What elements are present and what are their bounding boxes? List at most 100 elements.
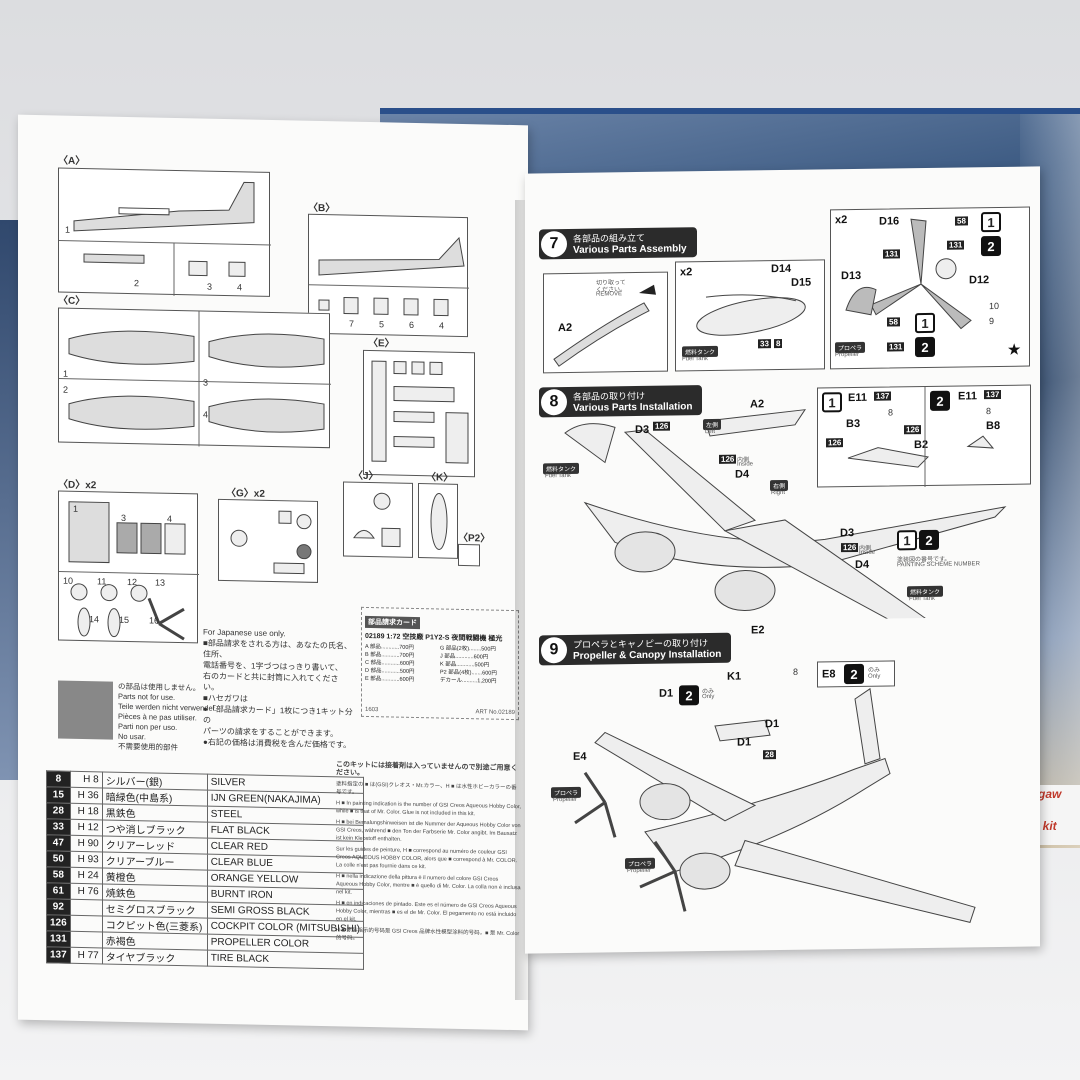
card-price-list: A 部品............700円 G 部品(2枚)........500… <box>365 643 515 686</box>
step-7-title-en: Various Parts Assembly <box>573 243 687 256</box>
panel-d-part-13: 13 <box>155 577 166 588</box>
panel-d-part-14: 14 <box>89 614 100 625</box>
panel-d: 1 3 4 10 11 12 13 14 15 16 <box>58 490 199 644</box>
panel-p2-label: 〈P2〉 <box>458 532 491 545</box>
panel-a-part-1: 1 <box>65 224 71 235</box>
color-jp: タイヤブラック <box>102 947 208 967</box>
color-code: 28 <box>46 802 71 820</box>
panel-k-drawing <box>430 492 448 550</box>
step-7-a2-label: A2 <box>558 321 573 335</box>
panel-c: 1 2 3 4 <box>58 307 331 449</box>
step-8-inside-en: Inside <box>737 461 754 468</box>
color-code: 131 <box>46 930 71 948</box>
step-7-d14: D14 <box>771 262 792 276</box>
step-7-color-131c: 131 <box>887 342 905 352</box>
step-9-prop-en: Propeller <box>553 796 578 804</box>
step-7-color-58a: 58 <box>955 216 968 226</box>
step-8-right-en: Right <box>771 489 786 497</box>
color-code: 8 <box>46 770 71 788</box>
step-7-fuel-tank-drawing <box>696 294 806 336</box>
panel-c-part-3: 3 <box>203 377 209 388</box>
step-7-scheme-2: 2 <box>981 235 1001 257</box>
step-7-prop-en: Propeller <box>835 351 860 359</box>
color-h: H 36 <box>70 787 103 804</box>
color-h: H 76 <box>70 883 103 900</box>
panel-p2 <box>458 543 480 567</box>
panel-c-part-2: 2 <box>63 384 69 395</box>
step-7-color-58b: 58 <box>887 317 900 327</box>
step-9-d1a: D1 <box>659 687 674 700</box>
color-h: H 18 <box>70 803 103 820</box>
panel-e-drawing <box>371 360 469 464</box>
step-7-x2b: x2 <box>835 214 848 227</box>
step-8-aircraft-drawing <box>564 409 1007 624</box>
panel-a-part-4: 4 <box>237 282 243 293</box>
panel-c-part-4: 4 <box>203 409 209 420</box>
color-en: TIRE BLACK <box>207 950 364 970</box>
panel-d-label: 〈D〉x2 <box>58 479 97 492</box>
panel-b-part-5: 5 <box>379 319 385 330</box>
color-code: 137 <box>46 946 71 964</box>
scheme-legend-2: 2 <box>919 529 939 551</box>
panel-b-part-7: 7 <box>349 318 355 329</box>
panel-g-drawing <box>230 510 312 575</box>
color-h: H 90 <box>70 835 103 852</box>
panel-d-part-10: 10 <box>63 575 74 586</box>
card-footer-left: 1603 <box>365 706 379 714</box>
card-row: デカール..........1,200円 <box>440 677 497 685</box>
step-8-d4b: D4 <box>855 558 870 571</box>
panel-g-label: 〈G〉x2 <box>226 488 265 500</box>
step-9-only-en-2: Only <box>868 673 881 680</box>
color-note: H ■ nella indicazione della pittura è il… <box>336 873 521 896</box>
step-9-number: 9 <box>541 637 567 664</box>
panel-c-label: 〈C〉 <box>58 295 86 308</box>
step-8-color-126b: 126 <box>719 454 737 464</box>
panel-d-part-1: 1 <box>73 503 79 514</box>
color-h: H 77 <box>70 947 103 964</box>
panel-e-label: 〈E〉 <box>368 337 395 350</box>
color-code: 50 <box>46 850 71 868</box>
step-9-d1c: D1 <box>737 736 752 749</box>
panel-d-part-11: 11 <box>97 576 107 587</box>
step-8-inside-en-2: Inside <box>859 549 876 556</box>
panel-b-part-4: 4 <box>439 320 445 331</box>
step-8-d4: D4 <box>735 468 750 481</box>
step-8-detail-drawing <box>847 387 995 488</box>
step-7-color-8: 8 <box>774 339 783 349</box>
step-9-aircraft-drawing <box>574 687 976 923</box>
step-8-detail-panel: 1 2 E11 137 8 B3 126 126 B2 E11 137 8 B8 <box>817 384 1031 488</box>
color-jp: クリアーブルー <box>102 851 208 871</box>
step-9-e8-box: E8 2 のみ Only <box>817 660 895 688</box>
step-7-color-9: 9 <box>989 316 995 327</box>
not-used-line: 不需要使用的部件 <box>118 741 178 753</box>
color-code: 92 <box>46 898 71 916</box>
color-code: 126 <box>46 914 71 932</box>
color-jp: セミグロスブラック <box>102 899 208 919</box>
step-9-only-en: Only <box>702 693 715 701</box>
panel-k <box>418 483 458 559</box>
panel-g <box>218 498 318 583</box>
panel-j <box>343 481 413 558</box>
color-note: 塗料指定の ■ は(GSI)クレオス・Mr.カラー、H ■ は水性ホビーカラーの… <box>336 781 517 796</box>
step-7-header: 7 各部品の組み立て Various Parts Assembly <box>539 227 697 260</box>
panel-a-drawing <box>59 181 271 296</box>
step-9-scheme-2b: 2 <box>844 663 864 685</box>
step-7-x2a: x2 <box>680 266 693 279</box>
step-7-scheme-1: 1 <box>981 211 1001 233</box>
step-7-d12: D12 <box>969 274 990 287</box>
panel-a-part-2: 2 <box>134 278 140 289</box>
step-7-fuel-tag-en: Fuel Tank <box>682 356 708 363</box>
left-page: 〈A〉 1 2 3 4 〈B〉 8 7 5 6 4 <box>18 114 528 1031</box>
color-code: 58 <box>46 866 71 884</box>
panel-j-label: 〈J〉 <box>353 470 379 483</box>
step-7-star-icon: ★ <box>1007 341 1022 359</box>
not-used-legend: の部品は使用しません。 Parts not for use. Teile wer… <box>118 682 217 754</box>
step-7-panel-a2: A2 切り取って ください。 REMOVE <box>543 271 668 374</box>
panel-d-part-4: 4 <box>167 513 173 524</box>
panel-j-drawing <box>353 492 401 548</box>
color-code: 47 <box>46 834 71 852</box>
step-7-remove: REMOVE <box>596 291 623 298</box>
panel-c-drawing <box>59 311 331 447</box>
step-7-number: 7 <box>541 231 567 258</box>
step-7-panel-propeller: x2 D16 D13 D12 58 131 131 58 131 10 9 1 … <box>830 206 1030 370</box>
